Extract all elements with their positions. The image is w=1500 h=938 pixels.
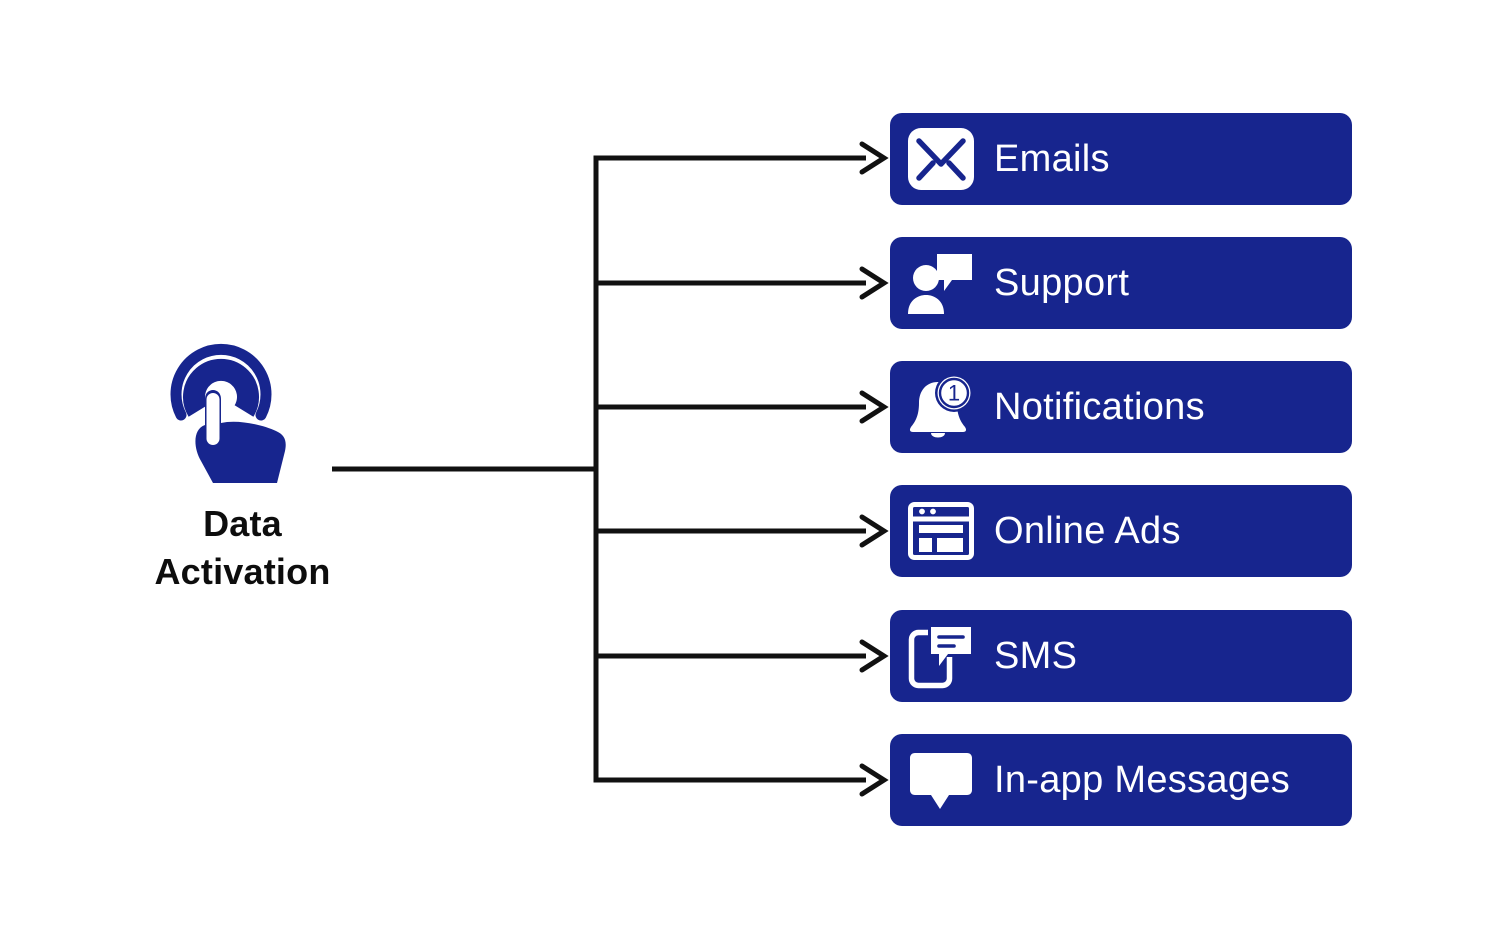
browser-window-icon bbox=[906, 496, 976, 566]
arrowheads bbox=[862, 144, 884, 794]
phone-with-speech-bubble-icon bbox=[906, 621, 976, 691]
tap-gesture-icon bbox=[120, 330, 365, 490]
channel-label-support: Support bbox=[994, 261, 1130, 304]
source-label-line-1: Data bbox=[203, 503, 282, 544]
channel-box-notifications[interactable]: 1 Notifications bbox=[890, 361, 1352, 453]
channel-label-in-app-messages: In-app Messages bbox=[994, 758, 1290, 801]
arrowhead-in-app-messages bbox=[862, 766, 884, 794]
channel-label-online-ads: Online Ads bbox=[994, 509, 1181, 552]
source-label: Data Activation bbox=[120, 500, 365, 595]
arrowhead-notifications bbox=[862, 393, 884, 421]
speech-bubble-icon bbox=[906, 745, 976, 815]
envelope-icon bbox=[906, 124, 976, 194]
notification-badge-count: 1 bbox=[948, 381, 960, 406]
channel-label-sms: SMS bbox=[994, 634, 1078, 677]
channel-label-notifications: Notifications bbox=[994, 385, 1205, 428]
arrowhead-support bbox=[862, 269, 884, 297]
channel-box-online-ads[interactable]: Online Ads bbox=[890, 485, 1352, 577]
bell-with-badge-icon: 1 bbox=[906, 372, 976, 442]
channel-box-support[interactable]: Support bbox=[890, 237, 1352, 329]
arrowhead-sms bbox=[862, 642, 884, 670]
person-with-speech-bubble-icon bbox=[906, 248, 976, 318]
channel-box-in-app-messages[interactable]: In-app Messages bbox=[890, 734, 1352, 826]
channel-box-sms[interactable]: SMS bbox=[890, 610, 1352, 702]
arrowhead-online-ads bbox=[862, 517, 884, 545]
arrowhead-emails bbox=[862, 144, 884, 172]
channel-label-emails: Emails bbox=[994, 137, 1110, 180]
source-label-line-2: Activation bbox=[154, 550, 331, 592]
source-node-data-activation: Data Activation bbox=[120, 330, 365, 600]
channel-box-emails[interactable]: Emails bbox=[890, 113, 1352, 205]
